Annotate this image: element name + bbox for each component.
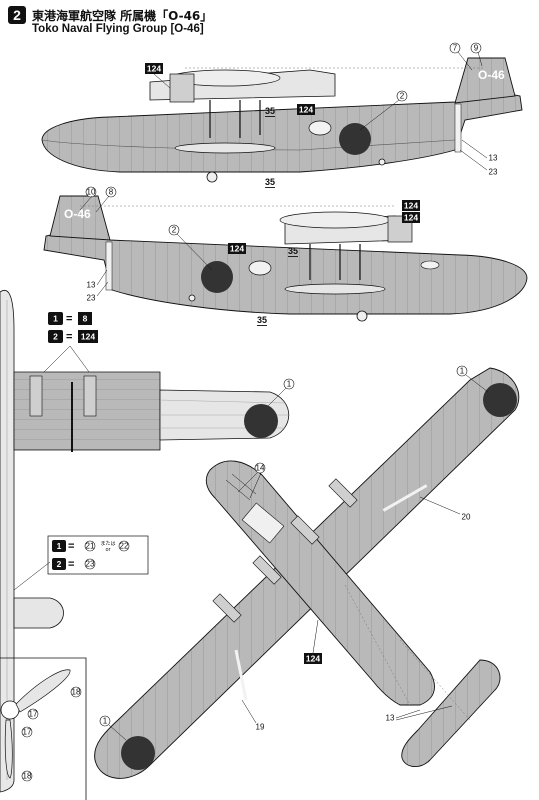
legend-b-eq-2: =: [68, 559, 74, 571]
blister-side2: [248, 260, 272, 276]
legend-a-value-1: 8: [83, 314, 88, 324]
callout-23-side2: 23: [87, 294, 96, 303]
callout-124-plan: 124: [306, 654, 320, 664]
callout-35-side2-top: 35: [288, 246, 298, 256]
tailplane-partial: [13, 597, 64, 629]
callout-13-side1: 13: [489, 154, 498, 163]
callout-18-prop-lower: 18: [23, 772, 32, 781]
plan-view-aircraft: [94, 367, 520, 779]
legend-b-badge-1: 1: [57, 541, 62, 551]
legend-antiglare-options: 1 = 21 または or 22 2 = 23: [13, 535, 149, 591]
wheel-side1: [206, 171, 218, 183]
callout-18-prop-upper: 18: [72, 688, 81, 697]
tailplane-plan: [401, 659, 501, 767]
callout-2-side1: 2: [400, 92, 405, 101]
legend-a-eq-1: =: [66, 313, 72, 325]
legend-a-value-2: 124: [81, 332, 95, 342]
callout-13-side2: 13: [87, 281, 96, 290]
hinomaru-wing-left: [121, 736, 155, 770]
hinomaru-side1: [339, 123, 371, 155]
callout-10-side2: 10: [87, 188, 96, 197]
callout-124-side1-hull: 124: [299, 105, 313, 115]
hinomaru-wing-partial: [244, 404, 278, 438]
fuselage-band-left: [105, 241, 113, 291]
callout-1-plan-left: 1: [103, 717, 108, 726]
callout-17-prop-upper: 17: [29, 710, 38, 719]
title-japanese: 東港海軍航空隊 所属機「O-46」: [32, 9, 213, 23]
callout-35-side1-bottom: 35: [265, 177, 275, 187]
cockpit-side2: [420, 260, 440, 270]
callout-20-plan: 20: [462, 513, 471, 522]
side-view-left: O-46: [43, 195, 528, 322]
legend-engine-numbers: 1 = 8 2 = 124: [39, 312, 98, 377]
hull-side-left: [43, 223, 528, 315]
callout-9-side1: 9: [474, 44, 479, 53]
legend-b-value-2: 23: [86, 560, 95, 569]
engine-a-partial: [29, 375, 43, 417]
callout-124-side1-box: [145, 63, 163, 74]
side-view-right: O-46: [41, 57, 523, 183]
callout-35-side2-bottom: 35: [257, 315, 267, 325]
callout-14-plan: 14: [256, 464, 265, 473]
engine-b-partial: [83, 375, 97, 417]
callout-124-side2-engine-b: 124: [404, 213, 418, 223]
engine-2-plan: [290, 515, 320, 545]
tail-fin-left: [49, 195, 111, 241]
callout-8-side2: 8: [109, 188, 114, 197]
propeller-blade-lower: [4, 719, 13, 779]
legend-b-or-en: or: [105, 547, 111, 553]
callout-13-plan: 13: [386, 714, 395, 723]
wing-plan-partial: 1: [0, 289, 295, 793]
tailwheel-side1: [378, 158, 386, 166]
callout-35-side1-top: 35: [265, 106, 275, 116]
callout-2-side2: 2: [172, 226, 177, 235]
engine-4-plan: [212, 593, 242, 623]
engine-3-plan: [252, 555, 282, 585]
fuselage-band: [454, 103, 462, 153]
callouts-plan: 1 14 20 124 19 1 13: [99, 365, 489, 741]
callouts-side1: 124 35 124 35 2 7 9 13 23: [145, 42, 498, 187]
callout-23-side1: 23: [489, 168, 498, 177]
propeller-blade-upper: [15, 669, 71, 713]
legend-a-badge-2: 2: [53, 332, 58, 342]
callouts-side2: 10 8 124 124 35 124 2 35 13 23: [79, 186, 420, 325]
engine-1-plan: [328, 478, 358, 508]
cockpit-plan: [241, 502, 285, 544]
callout-124-side2-engine: 124: [404, 201, 418, 211]
legend-a-eq-2: =: [66, 331, 72, 343]
float-strut-side1: [174, 142, 276, 154]
callout-124-side1: 124: [147, 64, 161, 74]
tail-fin-right: [454, 57, 516, 104]
step-number-badge: 2: [8, 6, 26, 24]
legend-b-badge-2: 2: [57, 559, 62, 569]
callout-7-side1: 7: [453, 44, 458, 53]
callout-17-prop-lower: 17: [23, 728, 32, 737]
callout-1-wing-partial: 1: [287, 380, 292, 389]
legend-b-value-1b: 22: [120, 542, 129, 551]
hull-side-right: [41, 85, 523, 173]
tail-code-side1: O-46: [478, 68, 505, 82]
legend-b-eq-1: =: [68, 541, 74, 553]
callout-1-plan-right: 1: [460, 367, 465, 376]
title-english: Toko Naval Flying Group [O-46]: [32, 23, 204, 35]
tail-code-side2: O-46: [64, 207, 91, 221]
hinomaru-wing-right: [483, 383, 517, 417]
legend-a-badge-1: 1: [53, 314, 58, 324]
propeller-detail-box: 18 17 17 18: [0, 657, 87, 800]
legend-b-value-1a: 21: [86, 542, 95, 551]
callout-19-plan: 19: [256, 723, 265, 732]
callout-124-side2-hull: 124: [230, 244, 244, 254]
engine-nacelle-side1: [169, 73, 195, 103]
blister-side1: [308, 120, 332, 136]
hinomaru-side2: [201, 261, 233, 293]
legend-b-or-jp: または: [100, 541, 115, 547]
wheel-side2: [356, 310, 368, 322]
